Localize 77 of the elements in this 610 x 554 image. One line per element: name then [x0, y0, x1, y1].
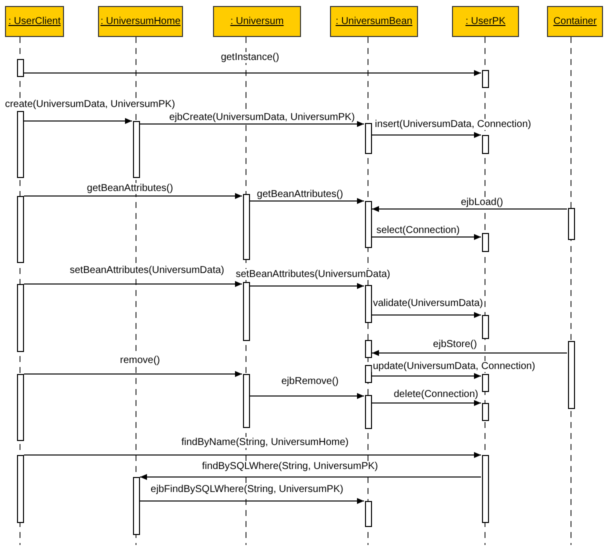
- participant-box: [213, 6, 301, 37]
- activation-bar: [482, 403, 489, 421]
- activation-bar: [365, 365, 372, 383]
- activation-bar: [365, 201, 372, 248]
- activation-bar: [133, 477, 140, 535]
- participant-name: : UserPK: [465, 16, 506, 27]
- message-arrow: [250, 393, 364, 399]
- activation-bar: [482, 233, 489, 252]
- activation-bar: [17, 455, 24, 523]
- participant-name: Container: [553, 16, 597, 27]
- message-label: select(Connection): [375, 225, 461, 236]
- activation-bar: [482, 135, 489, 154]
- participant-name: : UniversumHome: [100, 16, 181, 27]
- message-label: create(UniversumData, UniversumPK): [4, 99, 176, 110]
- message-arrow: [372, 234, 482, 240]
- message-arrow: [250, 283, 364, 289]
- message-arrow: [372, 350, 568, 356]
- participant-name: : UniversumBean: [336, 16, 412, 27]
- message-label: validate(UniversumData): [372, 298, 484, 309]
- participant-box: [330, 6, 418, 37]
- message-arrow: [372, 373, 482, 379]
- activation-bar: [243, 374, 250, 428]
- message-arrow: [24, 70, 482, 76]
- message-arrow: [140, 498, 364, 504]
- activation-bar: [568, 208, 575, 240]
- message-arrow: [140, 474, 482, 480]
- message-label: ejbStore(): [432, 339, 478, 350]
- participant-box: [98, 6, 183, 37]
- activation-bar: [365, 123, 372, 154]
- message-label: ejbLoad(): [460, 197, 504, 208]
- message-arrow: [24, 193, 242, 199]
- activation-bar: [17, 196, 24, 263]
- message-arrow: [250, 198, 364, 204]
- participant-box: [452, 6, 519, 37]
- message-label: ejbCreate(UniversumData, UniversumPK): [168, 112, 356, 123]
- message-label: findByName(String, UniversumHome): [180, 437, 350, 448]
- activation-bar: [365, 340, 372, 358]
- participant-name: : Universum: [230, 16, 284, 27]
- message-label: getBeanAttributes(): [256, 189, 344, 200]
- message-label: setBeanAttributes(UniversumData): [234, 269, 392, 280]
- message-label: ejbRemove(): [280, 376, 340, 387]
- message-arrow: [140, 121, 364, 127]
- activation-bar: [17, 111, 24, 178]
- activation-bar: [482, 374, 489, 392]
- activation-bar: [482, 315, 489, 339]
- message-label: setBeanAttributes(UniversumData): [68, 265, 226, 276]
- message-arrow: [24, 118, 132, 124]
- message-arrow: [372, 312, 482, 318]
- activation-bar: [243, 282, 250, 341]
- activation-bar: [568, 341, 575, 409]
- message-arrow: [24, 371, 242, 377]
- activation-bar: [365, 395, 372, 429]
- activation-bar: [133, 121, 140, 178]
- message-arrow: [24, 452, 482, 458]
- participant-box: [5, 6, 64, 37]
- message-label: delete(Connection): [392, 389, 480, 400]
- message-label: ejbFindBySQLWhere(String, UniversumPK): [150, 484, 344, 495]
- activation-bar: [17, 59, 24, 77]
- message-arrow: [372, 206, 568, 212]
- activation-bar: [365, 501, 372, 527]
- message-label: update(UniversumData, Connection): [372, 361, 536, 372]
- activation-bar: [482, 70, 489, 88]
- message-arrow: [24, 281, 242, 287]
- activation-bar: [17, 284, 24, 352]
- message-label: getInstance(): [220, 52, 280, 63]
- message-arrow: [372, 400, 482, 406]
- message-label: insert(UniversumData, Connection): [374, 119, 532, 130]
- participant-name: : UserClient: [8, 16, 61, 27]
- activation-bar: [365, 285, 372, 323]
- activation-bar: [17, 374, 24, 441]
- message-label: getBeanAttributes(): [86, 183, 174, 194]
- message-label: findBySQLWhere(String, UniversumPK): [201, 461, 379, 472]
- activation-bar: [243, 194, 250, 260]
- message-arrow: [372, 132, 482, 138]
- activation-bar: [482, 455, 489, 523]
- message-label: remove(): [119, 355, 161, 366]
- participant-box: [547, 6, 603, 37]
